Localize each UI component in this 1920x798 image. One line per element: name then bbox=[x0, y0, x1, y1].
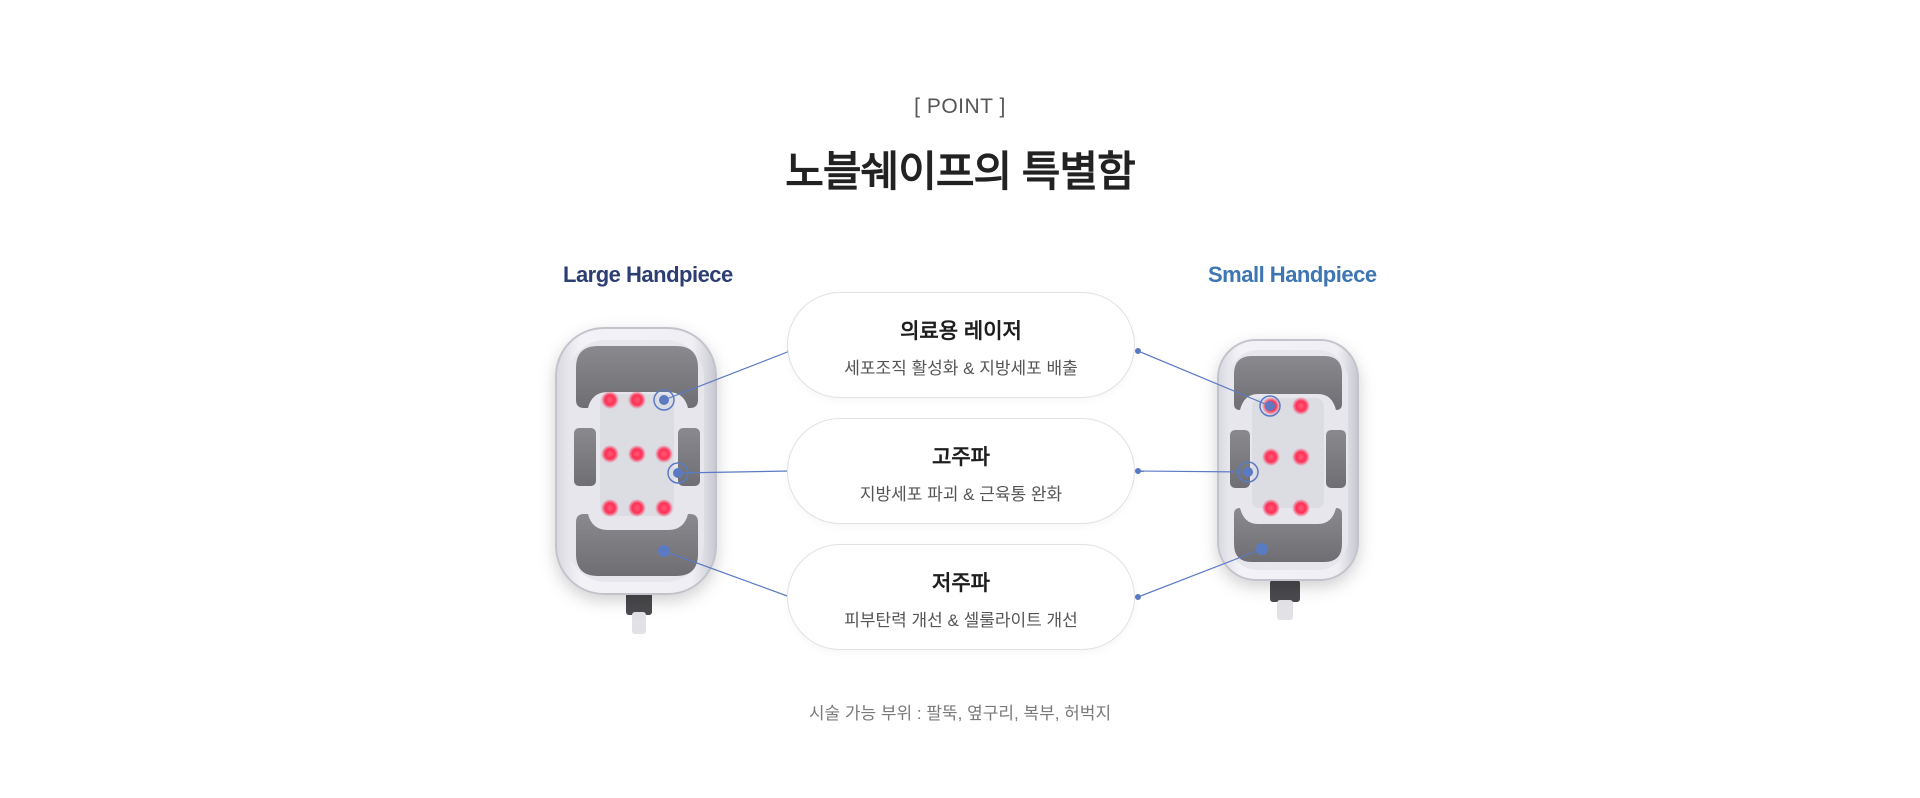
large-bottom-pad bbox=[576, 514, 698, 576]
connector-rf-right bbox=[1137, 470, 1249, 473]
laser-dot bbox=[628, 499, 646, 517]
small-top-pad bbox=[1234, 356, 1342, 410]
large-right-pad bbox=[678, 428, 700, 486]
connector-laser-left bbox=[663, 350, 791, 401]
feature-card-laser: 의료용 레이저 세포조직 활성화 & 지방세포 배출 bbox=[787, 292, 1135, 398]
marker-dot bbox=[658, 545, 670, 557]
connector-lines bbox=[663, 350, 1271, 598]
small-handpiece bbox=[1217, 339, 1359, 620]
marker-ring bbox=[1237, 461, 1259, 483]
feature-card-rf: 고주파 지방세포 파괴 & 근육통 완화 bbox=[787, 418, 1135, 524]
small-left-pad bbox=[1230, 430, 1250, 488]
connector-end-dot bbox=[1135, 348, 1141, 354]
laser-dot bbox=[1292, 499, 1310, 517]
laser-dot bbox=[1292, 397, 1310, 415]
feature-card-low-frequency: 저주파 피부탄력 개선 & 셀룰라이트 개선 bbox=[787, 544, 1135, 650]
section-eyebrow: [ POINT ] bbox=[914, 95, 1006, 118]
large-handpiece bbox=[555, 327, 717, 634]
small-center-plate bbox=[1252, 398, 1324, 508]
connector-rf-left bbox=[677, 470, 791, 474]
laser-dot bbox=[1262, 499, 1280, 517]
large-laser-dots bbox=[601, 391, 673, 517]
connector-lowfreq-right bbox=[1137, 548, 1263, 598]
small-cable bbox=[1277, 600, 1293, 620]
feature-description: 피부탄력 개선 & 셀룰라이트 개선 bbox=[844, 611, 1078, 630]
large-cable bbox=[632, 612, 646, 634]
small-handpiece-label: Small Handpiece bbox=[1208, 262, 1377, 287]
laser-dot bbox=[655, 445, 673, 463]
section-title: 노블쉐이프의 특별함 bbox=[785, 148, 1135, 195]
marker-dot bbox=[673, 468, 683, 478]
handpiece-markers bbox=[653, 389, 1281, 557]
marker-dot bbox=[1265, 401, 1275, 411]
feature-description: 지방세포 파괴 & 근육통 완화 bbox=[859, 485, 1063, 504]
marker-dot bbox=[1243, 467, 1253, 477]
large-left-pad bbox=[574, 428, 596, 486]
feature-title: 고주파 bbox=[932, 446, 990, 469]
connector-lowfreq-left bbox=[663, 550, 791, 598]
marker-dot bbox=[1256, 543, 1268, 555]
large-top-pad bbox=[576, 346, 698, 408]
laser-dot bbox=[601, 445, 619, 463]
laser-dot bbox=[1262, 448, 1280, 466]
connector-end-dot bbox=[1135, 468, 1141, 474]
laser-dot bbox=[655, 499, 673, 517]
feature-description: 세포조직 활성화 & 지방세포 배출 bbox=[844, 359, 1078, 378]
marker-dot bbox=[659, 395, 669, 405]
treatment-areas-note: 시술 가능 부위 : 팔뚝, 옆구리, 복부, 허벅지 bbox=[808, 704, 1112, 723]
laser-dot bbox=[601, 391, 619, 409]
feature-title: 저주파 bbox=[932, 572, 990, 595]
small-right-pad bbox=[1326, 430, 1346, 488]
marker-ring bbox=[1259, 395, 1281, 417]
connector-end-dot bbox=[1135, 594, 1141, 600]
feature-title: 의료용 레이저 bbox=[900, 320, 1022, 343]
laser-dot bbox=[1292, 448, 1310, 466]
marker-ring bbox=[653, 389, 675, 411]
laser-dot bbox=[628, 445, 646, 463]
laser-dot bbox=[628, 391, 646, 409]
marker-ring bbox=[667, 462, 689, 484]
large-handpiece-label: Large Handpiece bbox=[563, 262, 733, 287]
connector-laser-right bbox=[1137, 350, 1271, 407]
laser-dot bbox=[601, 499, 619, 517]
small-cable-connector bbox=[1270, 580, 1300, 602]
